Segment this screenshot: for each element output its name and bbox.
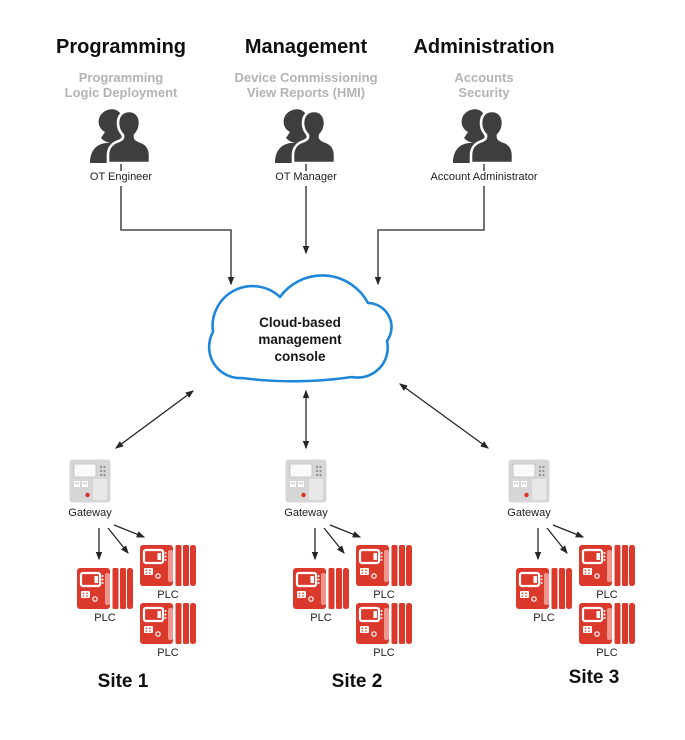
plc-icon: [356, 545, 412, 586]
gateway-label: Gateway: [507, 507, 551, 519]
arrow-cloud-gateway-3: [399, 383, 489, 449]
plc-icon: [356, 603, 412, 644]
arrow-admin-to-cloud: [374, 186, 485, 286]
site-3-label: Site 3: [568, 667, 620, 688]
plc-label: PLC: [157, 647, 179, 659]
users-icon: [273, 106, 339, 164]
plc-icon: [579, 545, 635, 586]
plc-icon: [140, 603, 196, 644]
arrow-gw2-plc-mid: [323, 527, 345, 554]
gateway-icon: [508, 459, 550, 503]
plc-icon: [293, 568, 349, 609]
column-subtitle-administration: Accounts Security: [454, 70, 514, 100]
plc-icon: [140, 545, 196, 586]
cloud-shape: [207, 274, 393, 383]
arrow-gw3-plc-mid: [546, 527, 568, 554]
arrow-cloud-gateway-1: [115, 390, 194, 449]
plc-label: PLC: [596, 589, 618, 601]
plc-label: PLC: [157, 589, 179, 601]
plc-icon: [579, 603, 635, 644]
arrow-gw3-plc-right: [552, 524, 585, 538]
cloud-console-label: Cloud-based management console: [258, 315, 342, 364]
gateway-label: Gateway: [284, 507, 328, 519]
gateway-label: Gateway: [68, 507, 112, 519]
role-label-account-administrator: Account Administrator: [430, 171, 538, 183]
role-label-ot-manager: OT Manager: [275, 171, 337, 183]
plc-label: PLC: [373, 589, 395, 601]
arrow-gw1-plc-right: [113, 524, 146, 538]
column-subtitle-management: Device Commissioning View Reports (HMI): [234, 70, 378, 100]
users-icon: [451, 106, 517, 164]
role-label-ot-engineer: OT Engineer: [89, 171, 153, 183]
column-title-administration: Administration: [413, 36, 555, 58]
plc-label: PLC: [596, 647, 618, 659]
column-subtitle-programming: Programming Logic Deployment: [64, 70, 178, 100]
arrow-gw2-plc-right: [329, 524, 362, 538]
gateway-icon: [69, 459, 111, 503]
column-title-management: Management: [244, 36, 368, 58]
arrow-gw1-plc-mid: [107, 527, 129, 554]
plc-label: PLC: [373, 647, 395, 659]
plc-icon: [516, 568, 572, 609]
plc-icon: [77, 568, 133, 609]
site-2-label: Site 2: [331, 671, 383, 692]
plc-label: PLC: [533, 612, 555, 624]
plc-label: PLC: [94, 612, 116, 624]
gateway-icon: [285, 459, 327, 503]
users-icon: [88, 106, 154, 164]
arrow-engineer-to-cloud: [120, 186, 235, 286]
column-title-programming: Programming: [55, 36, 187, 58]
plc-label: PLC: [310, 612, 332, 624]
site-1-label: Site 1: [97, 671, 149, 692]
